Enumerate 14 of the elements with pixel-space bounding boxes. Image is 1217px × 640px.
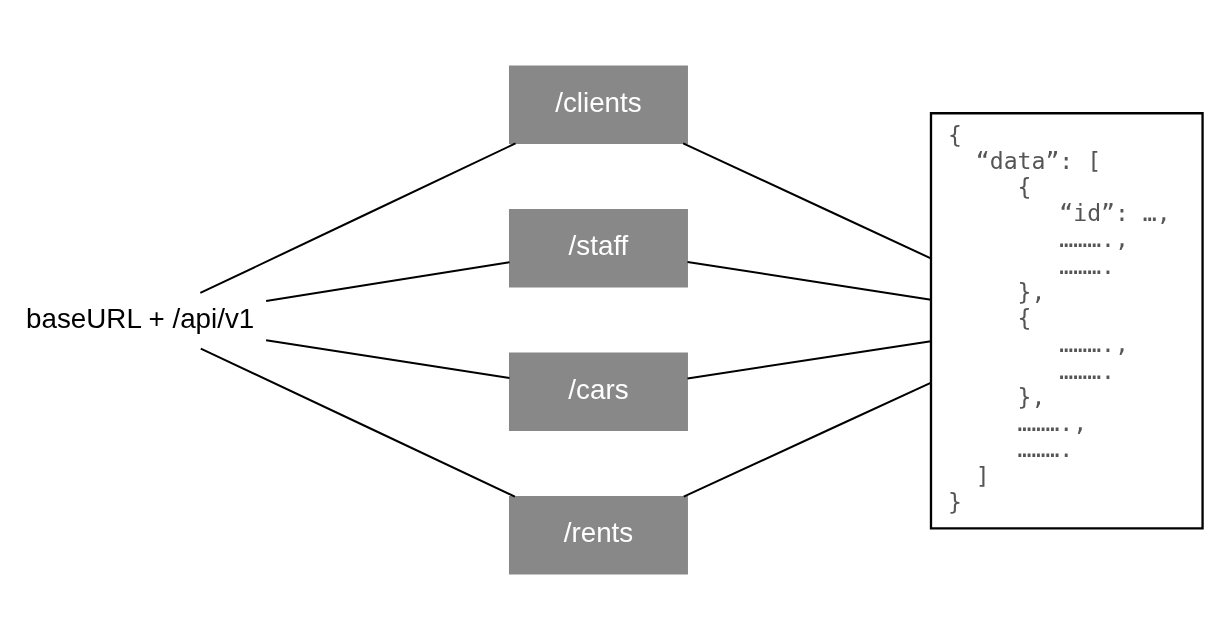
node-box: /clients	[509, 65, 688, 145]
node-box: /rents	[509, 495, 688, 575]
connector	[687, 260, 932, 301]
connector	[683, 381, 932, 498]
node-box: /staff	[509, 208, 688, 288]
connector	[682, 142, 932, 260]
connector	[265, 339, 510, 380]
node-text: baseURL + /api/v1	[26, 302, 255, 334]
connector	[687, 340, 932, 380]
connector	[200, 347, 516, 498]
connector	[199, 142, 516, 294]
connector	[265, 261, 510, 302]
node-box: { “data”: [ { “id”: …, ………., ………. }, { ………., ………. }, ………., ………. ] }	[929, 112, 1204, 530]
node-box: /cars	[509, 352, 688, 432]
